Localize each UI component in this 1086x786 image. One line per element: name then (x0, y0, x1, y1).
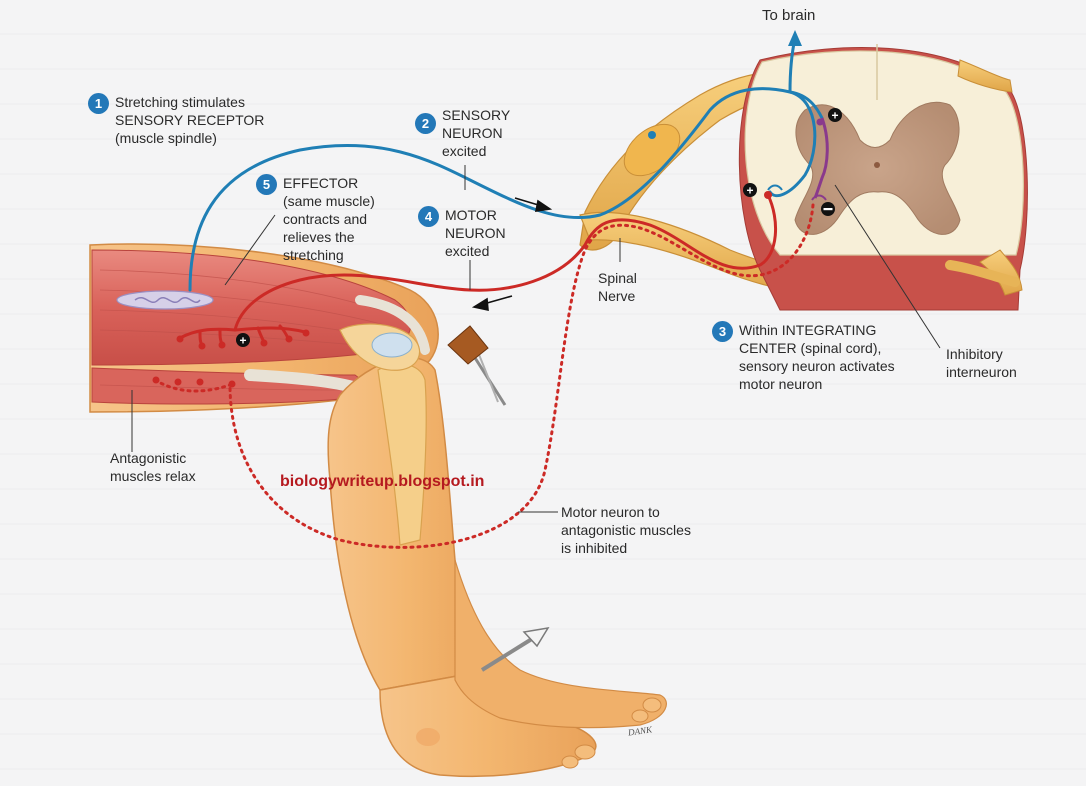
step-4: 4 MOTOR NEURON excited (418, 206, 506, 260)
step-3-text: Within INTEGRATING CENTER (spinal cord),… (739, 322, 895, 392)
spinal-nerve-label: Spinal Nerve (598, 270, 637, 304)
step-2: 2 SENSORY NEURON excited (415, 106, 510, 160)
to-brain-label: To brain (762, 7, 816, 24)
spinal-cord (738, 44, 1028, 311)
step-3-badge: 3 (712, 321, 733, 342)
leg-movement-arrow (480, 626, 550, 672)
step-1-text: Stretching stimulates SENSORY RECEPTOR (… (115, 94, 265, 146)
leader-lines (131, 165, 941, 513)
step-1-badge: 1 (88, 93, 109, 114)
inhibited-motor-neuron-path (153, 203, 815, 549)
motor-neuron-path (233, 193, 778, 332)
step-5-badge: 5 (256, 174, 277, 195)
watermark-text: biologywriteup.blogspot.in (280, 473, 485, 490)
step-3: 3 Within INTEGRATING CENTER (spinal cord… (712, 321, 895, 393)
step-1: 1 Stretching stimulates SENSORY RECEPTOR… (88, 93, 264, 147)
synapse-markers: + + + (236, 108, 842, 348)
svg-text:+: + (831, 109, 838, 123)
muscle-spindle (116, 290, 214, 310)
inhibitory-interneuron-label: Inhibitory interneuron (946, 346, 1017, 380)
step-4-badge: 4 (418, 206, 439, 227)
step-5-text: EFFECTOR (same muscle) contracts and rel… (283, 175, 375, 263)
step-2-badge: 2 (415, 113, 436, 134)
svg-text:+: + (239, 334, 246, 348)
motor-neuron-inhibited-label: Motor neuron to antagonistic muscles is … (561, 504, 691, 556)
step-4-text: MOTOR NEURON excited (445, 207, 506, 259)
quadriceps-muscle (91, 249, 412, 366)
svg-text:+: + (746, 184, 753, 198)
antagonistic-muscles-label: Antagonistic muscles relax (110, 450, 196, 484)
step-5: 5 EFFECTOR (same muscle) contracts and r… (256, 174, 375, 264)
direction-arrows (471, 197, 553, 312)
reflex-hammer (447, 325, 507, 406)
step-2-text: SENSORY NEURON excited (442, 107, 511, 159)
leg-illustration (89, 243, 667, 778)
